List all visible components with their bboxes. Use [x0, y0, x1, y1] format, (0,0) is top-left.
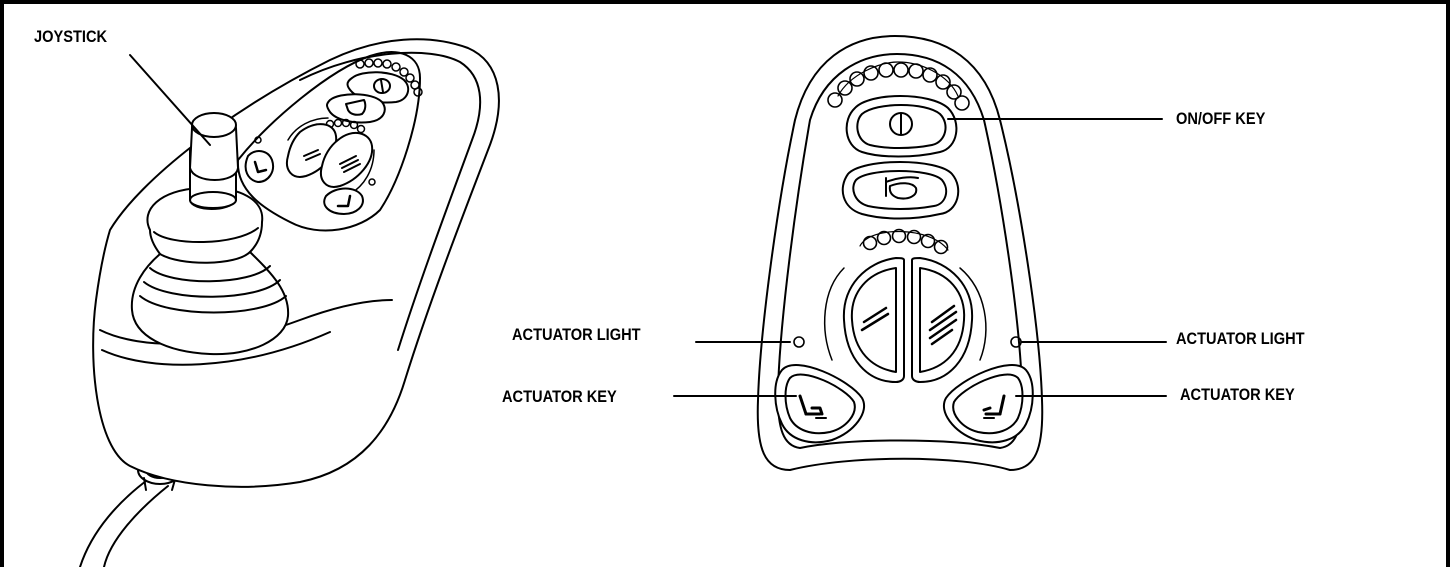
label-actuator-light-right: ACTUATOR LIGHT	[1176, 330, 1305, 347]
label-actuator-key-right: ACTUATOR KEY	[1180, 386, 1295, 403]
joystick-knob[interactable]	[190, 113, 238, 209]
horn-key[interactable]	[843, 162, 959, 219]
label-actuator-key-left: ACTUATOR KEY	[502, 388, 617, 405]
on-off-key[interactable]	[847, 96, 957, 157]
label-actuator-light-left: ACTUATOR LIGHT	[512, 326, 641, 343]
keypad-front-view	[674, 36, 1166, 470]
joystick-controller-perspective	[80, 39, 499, 567]
cable	[80, 478, 168, 567]
actuator-key-small-right[interactable]	[324, 189, 363, 215]
label-joystick: JOYSTICK	[34, 28, 107, 45]
actuator-key-small-left[interactable]	[246, 151, 273, 182]
label-on-off-key: ON/OFF KEY	[1176, 110, 1265, 127]
joystick-leader-line	[130, 55, 210, 145]
